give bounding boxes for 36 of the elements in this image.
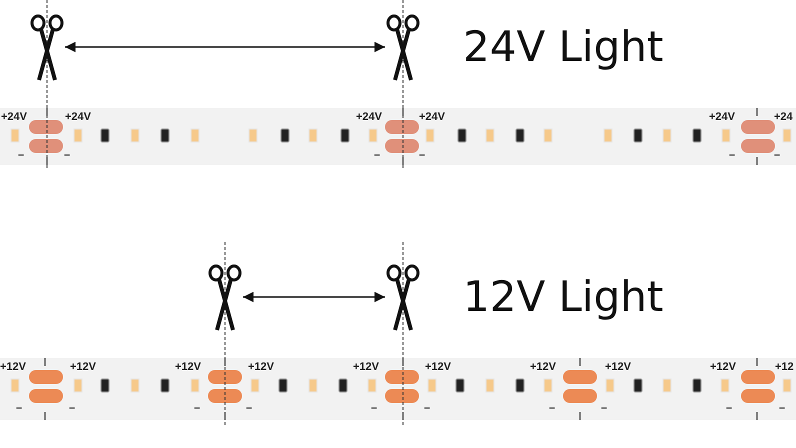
voltage-title: 24V Light (463, 26, 664, 68)
polarity-label: +24 (774, 112, 793, 123)
polarity-label: – (774, 150, 780, 161)
polarity-label: – (601, 403, 608, 414)
polarity-label: +24V (1, 112, 27, 123)
polarity-label: – (371, 403, 378, 414)
polarity-label: +12V (605, 362, 631, 373)
double-arrow (65, 42, 385, 52)
polarity-label: +24V (356, 112, 382, 123)
polarity-label: – (16, 403, 22, 414)
polarity-label: – (18, 150, 24, 161)
polarity-label: – (419, 150, 426, 161)
polarity-label: – (374, 150, 380, 161)
polarity-label: +12 (775, 362, 794, 373)
polarity-label: +12V (248, 362, 274, 373)
polarity-label: – (726, 403, 732, 414)
voltage-title: 12V Light (463, 276, 664, 318)
polarity-label: +12V (530, 362, 556, 373)
polarity-label: +12V (710, 362, 736, 373)
polarity-label: +12V (0, 362, 26, 373)
polarity-label: +12V (425, 362, 451, 373)
polarity-label: – (424, 403, 430, 414)
polarity-label: +24V (65, 112, 91, 123)
polarity-label: – (64, 150, 70, 161)
polarity-label: – (69, 403, 76, 414)
polarity-label: +12V (175, 362, 201, 373)
polarity-label: – (246, 403, 252, 414)
polarity-label: +12V (70, 362, 96, 373)
double-arrow (243, 292, 385, 302)
polarity-label: +12V (353, 362, 379, 373)
polarity-label: – (194, 403, 200, 414)
polarity-label: – (779, 403, 786, 414)
polarity-label: +24V (709, 112, 735, 123)
polarity-label: – (549, 403, 556, 414)
polarity-label: – (729, 150, 736, 161)
polarity-label: +24V (419, 112, 445, 123)
